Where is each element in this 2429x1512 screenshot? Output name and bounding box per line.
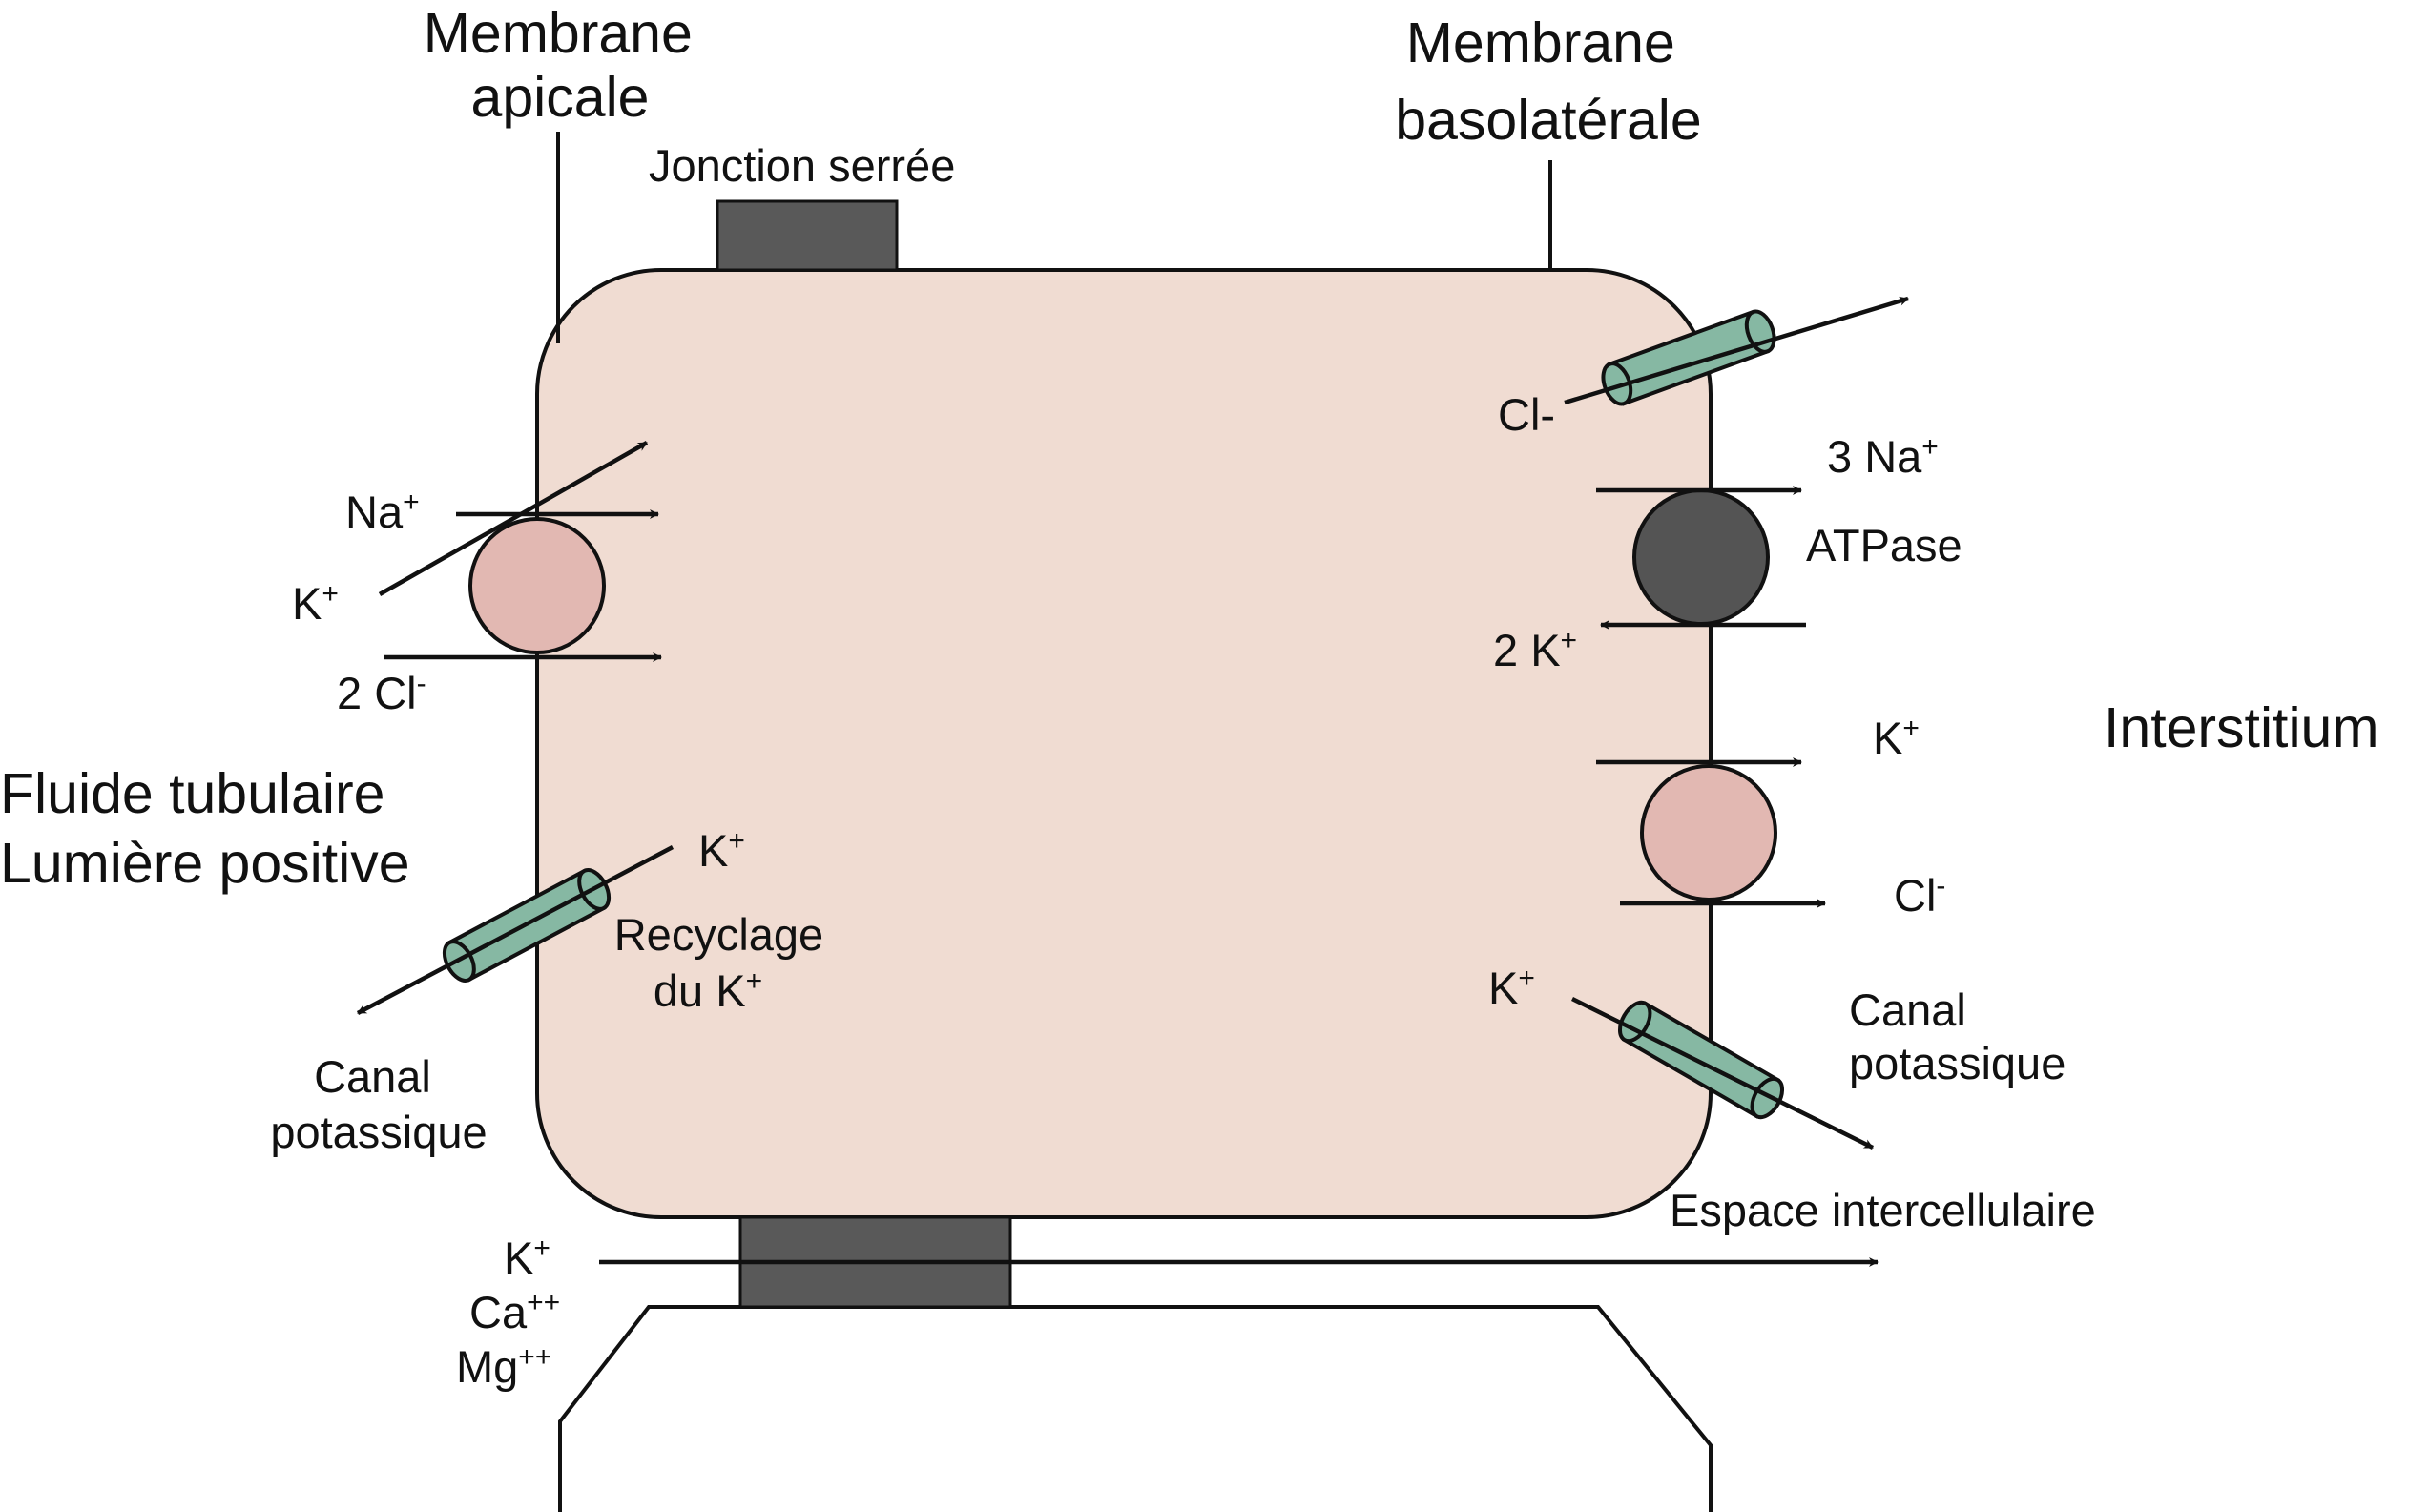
kcl-cl-label: Cl- bbox=[1894, 870, 1945, 921]
baso-channel-label: Canal potassique bbox=[1849, 984, 2066, 1088]
baso-k-efflux-arrow bbox=[1571, 996, 1874, 1150]
apical-cl-label: 2 Cl- bbox=[337, 668, 426, 718]
k-flux-arrow bbox=[378, 441, 649, 596]
epithelial-cell bbox=[535, 268, 1713, 1219]
na-k-atpase bbox=[1632, 488, 1770, 626]
apical-channel-label: Canal potassique bbox=[270, 1051, 487, 1157]
recycling-k-label: K+ bbox=[698, 825, 745, 876]
baso-cl-label: Cl- bbox=[1498, 389, 1555, 440]
para-mg-label: Mg++ bbox=[456, 1341, 551, 1392]
k-recycling-arrow bbox=[356, 845, 675, 1015]
intercellular-space-label: Espace intercellulaire bbox=[1670, 1185, 2096, 1235]
neighbouring-cell-outline bbox=[558, 1305, 1713, 1512]
apical-na-label: Na+ bbox=[345, 487, 420, 537]
baso-channel-k-label: K+ bbox=[1488, 963, 1535, 1013]
tight-junction-label: Jonction serrée bbox=[649, 140, 955, 191]
kcl-k-label: K+ bbox=[1873, 713, 1920, 763]
tubular-fluid-label: Fluide tubulaire Lumière positive bbox=[0, 762, 410, 895]
kcl-cotransporter bbox=[1640, 764, 1777, 901]
tight-junction-top bbox=[716, 199, 899, 272]
atpase-k-label: 2 K+ bbox=[1493, 625, 1577, 675]
k-recycling-label: Recyclage du K+ bbox=[614, 909, 837, 1016]
apical-membrane-label: Membrane apicale bbox=[424, 2, 708, 129]
atpase-label: ATPase bbox=[1806, 520, 1962, 570]
interstitium-label: Interstitium bbox=[2104, 696, 2379, 759]
apical-k-label: K+ bbox=[292, 578, 339, 629]
basolateral-membrane-label: Membrane basolatérale bbox=[1395, 11, 1701, 152]
para-ca-label: Ca++ bbox=[469, 1287, 560, 1337]
basolateral-chloride-channel bbox=[1601, 309, 1776, 406]
para-k-label: K+ bbox=[504, 1232, 550, 1283]
cl-efflux-arrow bbox=[1564, 296, 1909, 405]
atpase-na-label: 3 Na+ bbox=[1827, 431, 1939, 482]
nkcc2-cotransporter bbox=[468, 517, 606, 654]
